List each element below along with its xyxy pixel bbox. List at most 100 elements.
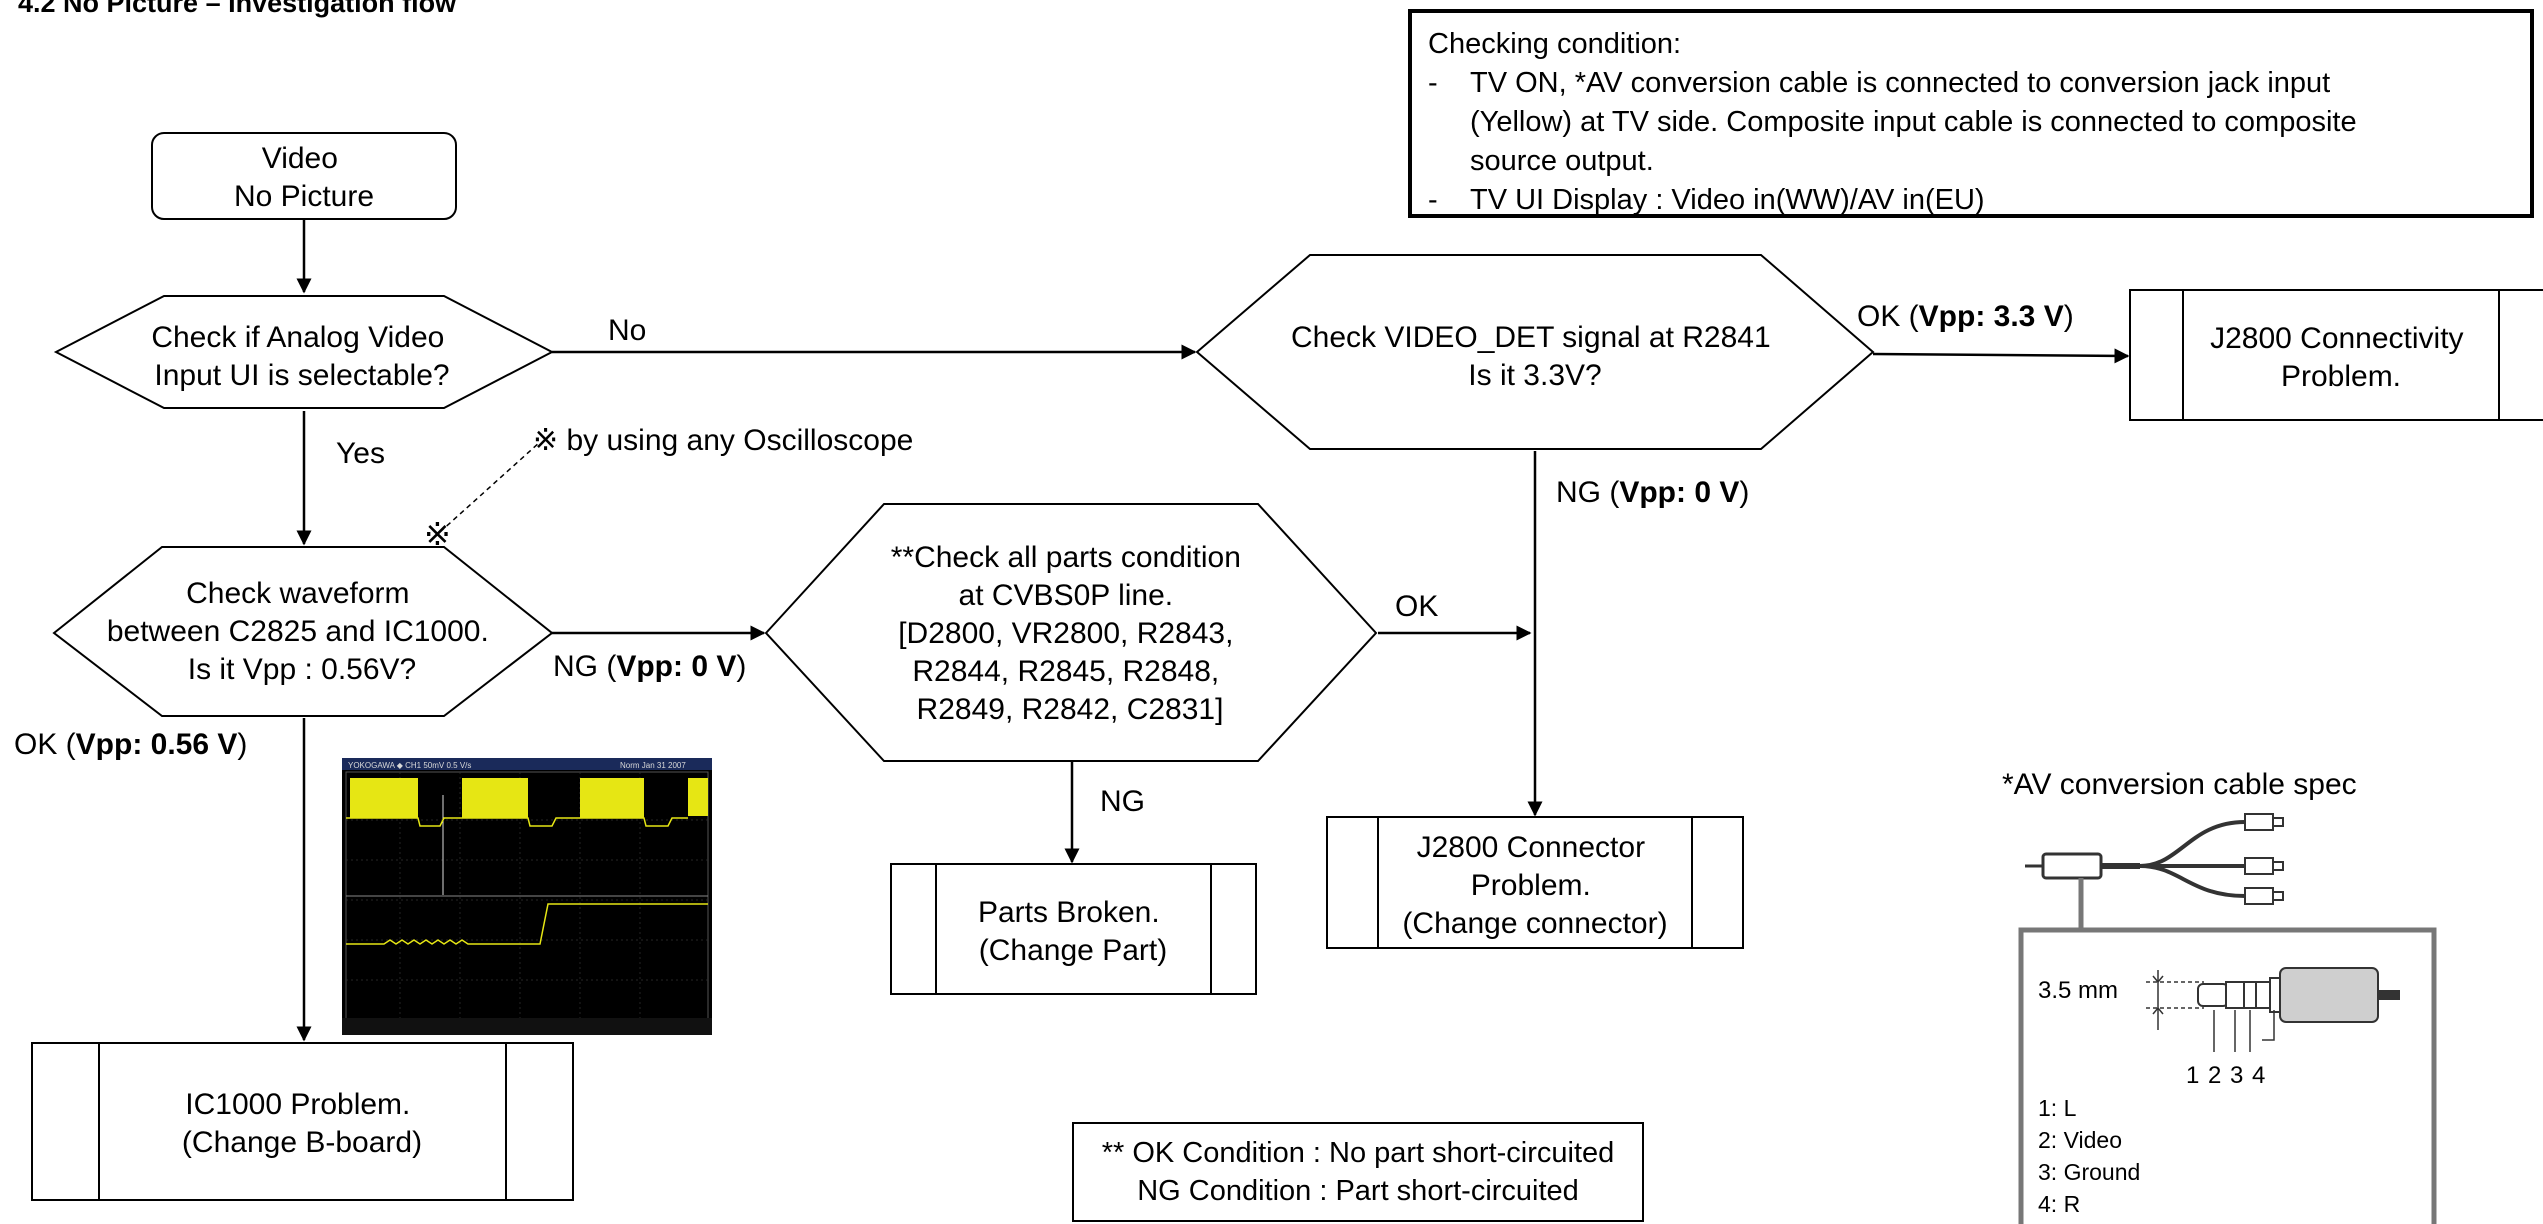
av-cable-branch [2139,820,2246,868]
pin-number: 4 [2252,1062,2265,1089]
svg-text:**Check all parts condition: **Check all parts condition at CVBS0P li… [891,541,1250,726]
pin-number: 3 [2230,1062,2243,1089]
node-check-ui-line: Check if Analog Video [151,321,444,354]
node-check-ui-shape [53,295,555,409]
checking-condition-box: Checking condition: - TV ON, *AV convers… [1408,9,2534,218]
pin-assignment: 1: L [2038,1095,2077,1121]
plug-body [2279,967,2379,1023]
node-check-parts-line: R2849, R2842, C2831] [917,693,1224,726]
node-j2800-connector: J2800 Connector Problem. (Change connect… [1326,816,1744,949]
node-check-waveform-line: Is it Vpp : 0.56V? [188,653,416,686]
svg-text:Check if Analog Video In: Check if Analog Video Input UI is select… [151,321,452,392]
node-check-parts-line: at CVBS0P line. [959,579,1174,612]
pin-leaders [2213,1010,2275,1052]
rca-plug [2244,813,2274,831]
node-check-waveform: Check waveform between C2825 and IC1000.… [52,546,554,717]
scope-burst [462,778,528,818]
node-check-ui-line: Input UI is selectable? [154,359,449,392]
label-ng-parts: NG [1100,785,1145,818]
scope-burst [580,778,644,818]
node-j2800-connectivity-line: J2800 Connectivity [2210,322,2463,355]
label-ok-33: OK (Vpp: 3.3 V) [1857,300,2074,333]
node-check-parts-line: R2844, R2845, R2848, [912,655,1219,688]
node-ic1000-line: (Change B-board) [182,1126,422,1159]
svg-text:Check VIDEO_DET signal at R284: Check VIDEO_DET signal at R2841 Is it 3.… [1291,321,1779,392]
label-ok-056: OK (Vpp: 0.56 V) [14,728,247,761]
node-check-waveform-line: between C2825 and IC1000. [107,615,489,648]
checking-condition-line: TV UI Display : Video in(WW)/AV in(EU) [1470,184,1985,216]
dimension-arrow [2152,975,2164,984]
av-cable-dimension: 3.5 mm [2038,977,2118,1004]
scope-grid [346,772,708,1030]
connectors [296,219,2130,1042]
node-start-line: Video [262,142,338,175]
node-check-parts-line: [D2800, VR2800, R2843, [898,617,1233,650]
node-ic1000-shape [31,1042,574,1201]
checking-condition-line: TV ON, *AV conversion cable is connected… [1470,67,2331,99]
pin-assignment: 2: Video [2038,1127,2122,1153]
svg-text:Check waveform between C: Check waveform between C2825 and IC1000.… [107,577,497,686]
scope-footer [342,1018,712,1035]
node-check-ui: Check if Analog Video Input UI is select… [53,295,555,409]
node-j2800-connectivity-line: Problem. [2281,360,2401,393]
condition-legend: ** OK Condition : No part short-circuite… [1072,1122,1644,1222]
svg-text:J2800 Connectivity Probl: J2800 Connectivity Problem. [2210,322,2472,393]
scope-header-right: Norm Jan 31 2007 [620,761,686,770]
edge-labels: No Yes OK (Vpp: 3.3 V) NG (Vpp: 0 V) NG … [14,300,2074,818]
node-check-video-det-line: Is it 3.3V? [1468,359,1601,392]
scope-video-bursts [350,778,708,818]
av-cable-detail-box: 3.5 mm 1 2 3 4 1: L 2: Video 3: Ground 4… [2018,927,2437,1224]
av-cable-branch [2139,864,2246,898]
node-ic1000-line: IC1000 Problem. [185,1088,410,1121]
node-check-video-det-shape [1195,254,1875,450]
condition-legend-line: NG Condition : Part short-circuited [1137,1175,1579,1207]
svg-text:IC1000 Problem. (Change: IC1000 Problem. (Change B-board) [182,1088,422,1159]
node-j2800-connector-line: J2800 Connector [1417,831,1646,864]
node-check-parts-line: **Check all parts condition [891,541,1241,574]
checking-condition-line: (Yellow) at TV side. Composite input cab… [1470,106,2357,138]
label-no: No [608,314,646,347]
scope-burst [350,778,418,818]
node-parts-broken-line: Parts Broken. [978,896,1160,929]
rca-tip [2272,891,2284,901]
node-parts-broken-line: (Change Part) [979,934,1167,967]
oscilloscope-note: ※ by using any Oscilloscope [533,424,913,457]
svg-text:Video No Picture: Video No Picture [234,142,374,213]
node-check-parts-shape [764,503,1378,762]
oscilloscope-note-mark: ※ [424,516,451,552]
av-cable-drawing [2025,813,2284,930]
checking-condition-dash: - [1428,184,1438,216]
pin-number: 2 [2208,1062,2221,1089]
node-parts-broken-shape [890,863,1257,995]
rca-plug [2244,857,2274,875]
rca-plug [2244,887,2274,905]
checking-condition-item: - TV UI Display : Video in(WW)/AV in(EU) [1428,181,2530,220]
av-cable-plug [2041,852,2103,880]
label-ng-waveform: NG (Vpp: 0 V) [553,650,746,683]
pin-number: 1 [2186,1062,2199,1089]
av-cable-title: *AV conversion cable spec [2002,768,2357,801]
page-title: 4.2 No Picture – Investigation flow [18,0,457,18]
plug-pin-tip [2197,983,2229,1007]
node-check-parts: **Check all parts condition at CVBS0P li… [764,503,1378,762]
node-j2800-connector-line: (Change connector) [1402,907,1667,940]
node-check-video-det: Check VIDEO_DET signal at R2841 Is it 3.… [1195,254,1875,450]
svg-text:J2800 Connector Problem.: J2800 Connector Problem. (Change connect… [1402,831,1667,940]
node-j2800-connector-line: Problem. [1471,869,1591,902]
condition-legend-line: ** OK Condition : No part short-circuite… [1101,1137,1615,1169]
node-parts-broken: Parts Broken. (Change Part) [890,863,1257,995]
checking-condition-dash: - [1428,67,1438,99]
node-start-shape [151,132,457,220]
scope-burst [688,778,708,816]
rca-tip [2272,817,2284,827]
node-check-waveform-shape [52,546,554,717]
checking-condition-line: source output. [1470,145,1654,177]
scope-lower-trace [346,903,708,945]
node-check-video-det-line: Check VIDEO_DET signal at R2841 [1291,321,1771,354]
checking-condition-item: - TV ON, *AV conversion cable is connect… [1428,64,2530,181]
node-check-waveform-line: Check waveform [186,577,409,610]
node-j2800-connector-shape [1326,816,1744,949]
label-yes: Yes [336,437,385,470]
scope-header-left: YOKOGAWA ◆ CH1 50mV 0.5 V/s [348,761,471,770]
